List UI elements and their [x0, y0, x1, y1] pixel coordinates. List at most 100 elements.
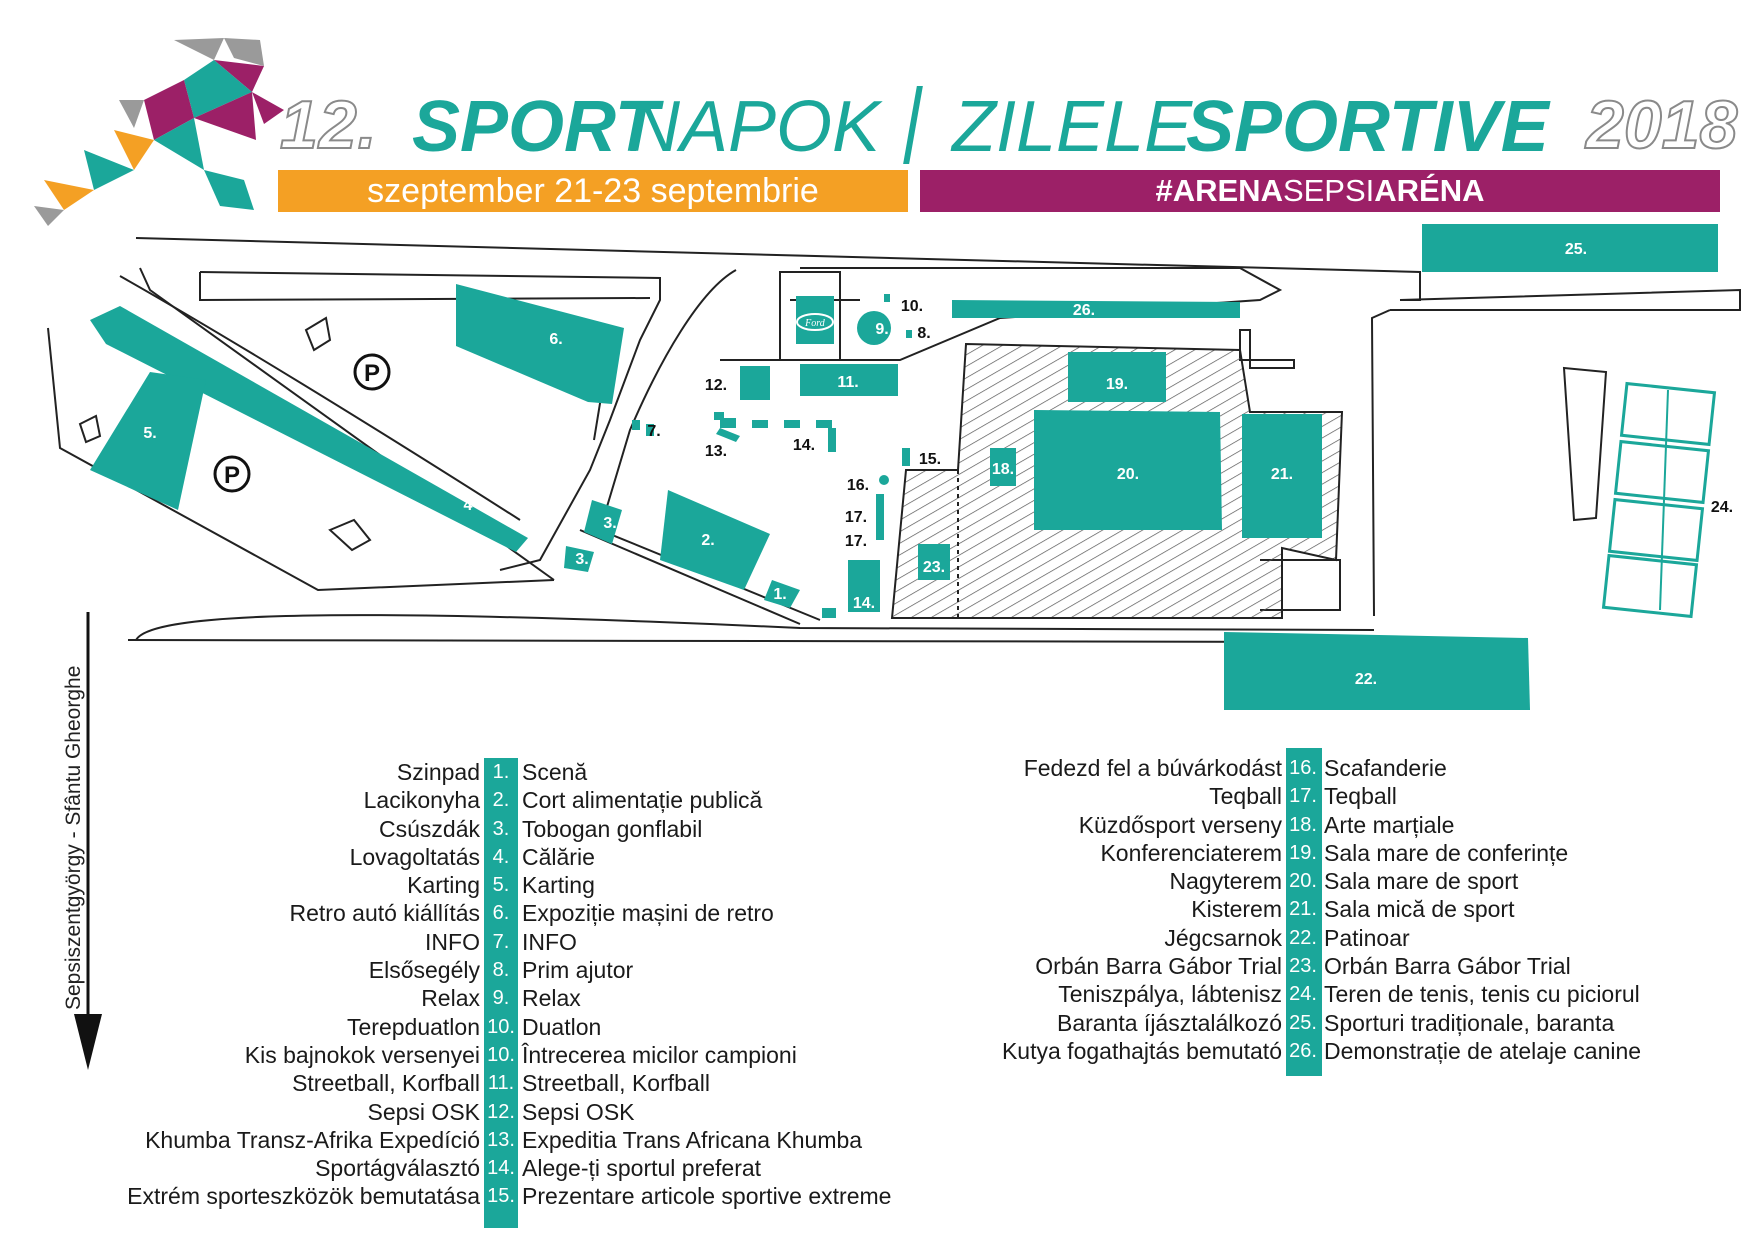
zone-label-24: 24. — [1711, 499, 1733, 516]
legend-ro: Cort alimentație publică — [522, 787, 763, 814]
legend-ro: INFO — [522, 928, 577, 955]
legend-ro: Alege-ți sportul preferat — [522, 1155, 762, 1182]
legend-num: 1. — [492, 761, 510, 783]
legend-hu: Teniszpálya, lábtenisz — [1058, 981, 1282, 1008]
zone-label-12: 12. — [705, 377, 727, 394]
legend-ro: Sala mare de conferințe — [1324, 839, 1569, 866]
legend-row: Teniszpálya, lábtenisz 24. Teren de tenis,… — [940, 980, 1740, 1008]
legend-ro: Relax — [522, 985, 581, 1012]
legend-num: 24. — [1289, 983, 1317, 1006]
legend-ro: Scafanderie — [1324, 755, 1447, 781]
zone-label-23: 23. — [923, 559, 945, 576]
legend-num: 25. — [1289, 1011, 1317, 1034]
title-hu-light: NAPOK — [628, 87, 881, 167]
zone-label-16: 16. — [847, 477, 869, 494]
parking-symbol-1: P — [364, 360, 380, 387]
legend-num: 19. — [1289, 841, 1317, 864]
legend-num: 5. — [492, 874, 510, 897]
parking-symbol-2: P — [224, 462, 240, 489]
legend-ro: Karting — [522, 872, 595, 899]
legend-ro: Streetball, Korfball — [522, 1070, 710, 1097]
legend-ro: Patinoar — [1324, 924, 1410, 951]
legend-num: 18. — [1289, 813, 1317, 836]
legend-row: Szinpad 1. Scenă — [80, 758, 960, 786]
zone-label-11: 11. — [837, 374, 858, 391]
legend-num: 6. — [492, 902, 510, 925]
legend-ro: Arte marțiale — [1324, 811, 1455, 838]
legend-row: Csúszdák 3. Tobogan gonflabil — [80, 815, 960, 843]
legend-num: 13. — [487, 1128, 515, 1151]
event-year: 2018 — [1585, 86, 1738, 164]
legend-ro: Scenă — [522, 759, 588, 785]
event-dates: szeptember 21-23 septembrie — [278, 170, 908, 212]
legend-ro: Prim ajutor — [522, 957, 634, 984]
zone-label-26: 26. — [1073, 302, 1095, 319]
legend-hu: Sepsi OSK — [367, 1098, 481, 1125]
event-hashtag: #ARENASEPSIARÉNA — [920, 170, 1720, 212]
legend-hu: Retro autó kiállítás — [289, 900, 480, 927]
zone-label-9: 9. — [875, 321, 888, 338]
zone-label-3b: 3. — [575, 551, 588, 568]
zone-label-3a: 3. — [603, 515, 616, 532]
legend-num: 14. — [487, 1157, 515, 1180]
legend-ro: Călărie — [522, 843, 595, 870]
legend-hu: Khumba Transz-Afrika Expedíció — [145, 1126, 480, 1153]
legend-hu: Fedezd fel a búvárkodást — [1023, 755, 1282, 781]
zone-label-6: 6. — [549, 331, 562, 348]
zone-label-22: 22. — [1355, 671, 1377, 688]
legend-hu: Szinpad — [396, 759, 480, 785]
legend-hu: Kis bajnokok versenyei — [244, 1041, 480, 1068]
zone-label-19: 19. — [1106, 376, 1128, 393]
legend-hu: Teqball — [1209, 783, 1282, 810]
legend-ro: Teqball — [1324, 783, 1397, 810]
legend-hu: Elsősegély — [368, 957, 480, 984]
legend-hu: Orbán Barra Gábor Trial — [1035, 953, 1282, 980]
hashtag-part-b: SEPSI — [1282, 173, 1375, 208]
zone-label-21: 21. — [1271, 466, 1293, 483]
event-title: 12. SPORT NAPOK ZILELE SPORTIVE 2018 — [279, 86, 1740, 167]
zone-label-10: 10. — [901, 298, 923, 315]
zone-label-2: 2. — [701, 532, 714, 549]
legend-num: 22. — [1289, 926, 1317, 949]
runner-logo — [34, 38, 284, 226]
zone-label-13: 13. — [705, 443, 727, 460]
legend-hu: Konferenciaterem — [1100, 839, 1282, 866]
legend-ro: Sporturi tradiționale, baranta — [1324, 1009, 1615, 1036]
legend-num: 26. — [1289, 1039, 1317, 1062]
legend-num: 10. — [487, 1015, 515, 1038]
legend-ro: Teren de tenis, tenis cu piciorul — [1324, 981, 1640, 1008]
legend-hu: Relax — [421, 985, 480, 1012]
legend-row: Sportágválasztó 14. Alege-ți sportul prefe… — [80, 1154, 960, 1182]
title-ro-bold: SPORTIVE — [1186, 87, 1549, 167]
legend-ro: Tobogan gonflabil — [522, 815, 703, 842]
legend-hu: Karting — [407, 872, 480, 899]
legend-hu: Lacikonyha — [363, 787, 480, 814]
zone-label-7: 7. — [647, 423, 660, 440]
legend-num: 3. — [492, 817, 510, 840]
legend-row: Konferenciaterem 19. Sala mare de conferin… — [940, 839, 1740, 867]
zone-label-4: 4 — [464, 497, 473, 514]
legend-ro: Duatlon — [522, 1013, 602, 1040]
legend-hu: Sportágválasztó — [315, 1155, 480, 1182]
legend-hu: Csúszdák — [379, 815, 480, 842]
legend-num: 21. — [1289, 898, 1317, 921]
legend-left-strip — [484, 758, 518, 1228]
legend-ro: Orbán Barra Gábor Trial — [1324, 953, 1571, 980]
legend-right-strip — [1286, 748, 1322, 1076]
legend-hu: Jégcsarnok — [1164, 924, 1282, 951]
zone-label-1: 1. — [773, 586, 786, 603]
legend-row: Jégcsarnok 22. Patinoar — [940, 924, 1740, 952]
zone-label-14a: 14. — [793, 437, 815, 454]
ford-logo-text: Ford — [804, 318, 826, 329]
